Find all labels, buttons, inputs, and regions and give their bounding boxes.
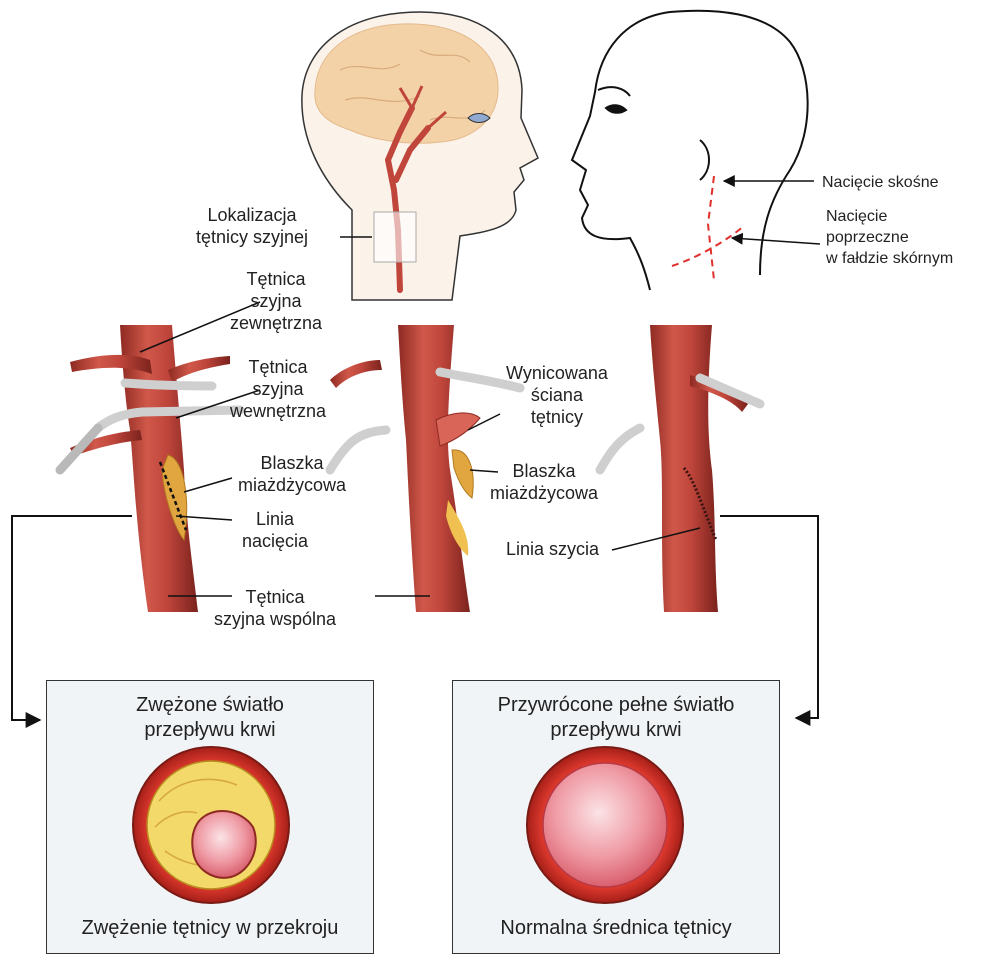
label-arrows	[724, 181, 820, 244]
panel-right-caption: Normalna średnica tętnicy	[453, 916, 779, 941]
label-everted-wall: Wynicowana ściana tętnicy	[506, 362, 608, 428]
panel-right-title: Przywrócone pełne światło przepływu krwi	[453, 693, 779, 743]
normal-lumen	[543, 763, 667, 887]
label-carotid-location: Lokalizacja tętnicy szyjnej	[196, 204, 308, 248]
artery-before-surgery	[60, 325, 240, 612]
label-oblique-incision: Nacięcie skośne	[822, 172, 939, 194]
transverse-incision	[672, 226, 744, 266]
head-profile-outline	[572, 11, 808, 290]
plaque	[452, 450, 473, 498]
everted-wall	[436, 413, 480, 446]
carotid-location-box	[374, 212, 416, 262]
label-incision-line: Linia nacięcia	[242, 508, 308, 552]
label-suture-line: Linia szycia	[506, 538, 599, 560]
label-common-carotid: Tętnica szyjna wspólna	[214, 586, 336, 630]
panel-narrowed-artery: Zwężone światło przepływu krwi Zwężenie …	[46, 680, 374, 954]
narrowed-lumen	[192, 811, 256, 878]
label-transverse-incision: Nacięcie poprzeczne w fałdzie skórnym	[826, 206, 953, 269]
label-external-carotid: Tętnica szyjna zewnętrzna	[230, 268, 322, 334]
label-plaque-1: Blaszka miażdżycowa	[238, 452, 346, 496]
panel-left-caption: Zwężenie tętnicy w przekroju	[47, 916, 373, 941]
panel-left-title: Zwężone światło przepływu krwi	[47, 693, 373, 743]
panel-restored-artery: Przywrócone pełne światło przepływu krwi…	[452, 680, 780, 954]
artery-after-suture	[600, 325, 760, 612]
head-anatomy-illustration	[302, 12, 538, 300]
label-internal-carotid: Tętnica szyjna wewnętrzna	[230, 356, 326, 422]
clamp	[125, 383, 212, 386]
label-plaque-2: Blaszka miażdżycowa	[490, 460, 598, 504]
eye-icon	[606, 105, 626, 113]
clamp	[600, 428, 640, 470]
oblique-incision	[708, 176, 714, 280]
